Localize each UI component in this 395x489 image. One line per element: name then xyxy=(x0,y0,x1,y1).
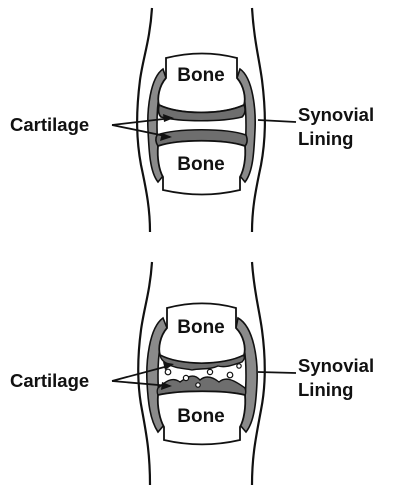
synovial-label-line2: Lining xyxy=(298,128,353,149)
cartilage-pointer-upper xyxy=(112,118,172,125)
synovial-label-line1: Synovial xyxy=(298,355,374,376)
synovial-label-line1: Synovial xyxy=(298,104,374,125)
debris-particle xyxy=(207,369,212,374)
cartilage-pointer-lower xyxy=(112,125,170,137)
debris-particle xyxy=(196,383,200,387)
cartilage-label: Cartilage xyxy=(10,370,89,391)
cartilage-pointer-upper xyxy=(112,365,172,381)
debris-particle xyxy=(227,372,233,378)
cartilage-label: Cartilage xyxy=(10,114,89,135)
damaged-joint: Bone Bone Cartilage Synovial Lining xyxy=(10,262,374,485)
debris-particle xyxy=(183,375,188,380)
debris-particle xyxy=(165,369,171,375)
bone-label-top: Bone xyxy=(177,65,225,86)
bone-label-bottom: Bone xyxy=(177,406,225,427)
synovial-pointer xyxy=(258,372,296,373)
healthy-joint: Bone Bone Cartilage Synovial Lining xyxy=(10,8,374,232)
cartilage-pointer-lower xyxy=(112,381,170,386)
bone-label-top: Bone xyxy=(177,317,225,338)
bone-label-bottom: Bone xyxy=(177,154,225,175)
synovial-label-line2: Lining xyxy=(298,379,353,400)
debris-particle xyxy=(237,364,241,368)
